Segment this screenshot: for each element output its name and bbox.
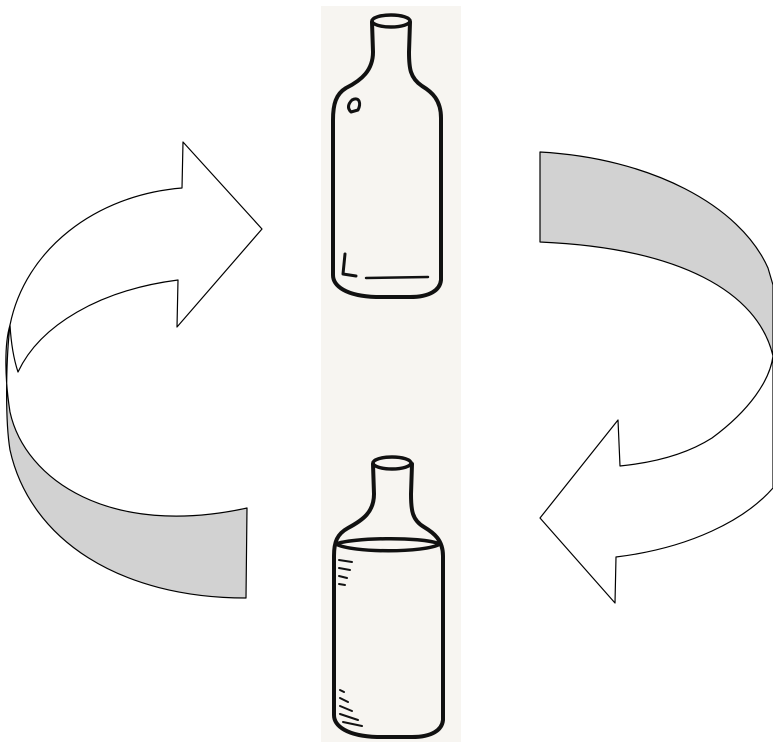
fill-arrow-band — [540, 152, 773, 356]
empty-arrow-head — [10, 142, 262, 372]
empty-arrow — [6, 142, 262, 598]
empty-arrow-band — [6, 325, 247, 598]
fill-arrow-head — [540, 356, 773, 603]
fill-arrow — [540, 152, 773, 603]
